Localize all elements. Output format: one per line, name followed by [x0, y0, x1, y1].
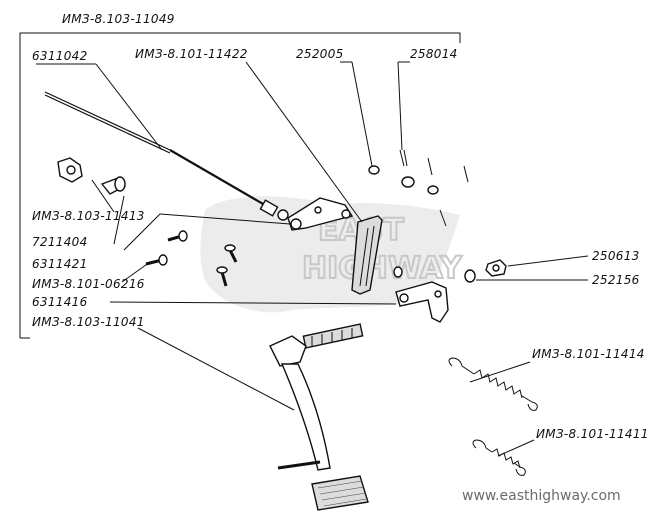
watermark-logo: EAST HIGHWAY: [200, 196, 464, 313]
label-252005: 252005: [296, 47, 344, 61]
label-252156: 252156: [592, 273, 640, 287]
watermark-logo-bottom: HIGHWAY: [302, 251, 463, 286]
label-group-main: ИМЗ-8.103-11049: [62, 12, 175, 26]
label-258014: 258014: [410, 47, 458, 61]
washer-252156: [464, 269, 476, 283]
label-11411: ИМЗ-8.101-11411: [536, 427, 649, 441]
nut-250613: [485, 259, 507, 277]
watermark-url: www.easthighway.com: [462, 488, 621, 504]
spring-11411: [472, 439, 526, 476]
pedal-11041: [269, 323, 369, 511]
label-11413: ИМЗ-8.103-11413: [32, 209, 145, 223]
label-6311421: 6311421: [32, 257, 88, 271]
label-7211404: 7211404: [32, 235, 88, 249]
clevis-nut-11413: [57, 157, 83, 183]
label-6311042: 6311042: [32, 49, 88, 63]
label-11414: ИМЗ-8.101-11414: [532, 347, 645, 361]
group-bracket: [19, 32, 461, 339]
label-11041: ИМЗ-8.103-11041: [32, 315, 145, 329]
label-250613: 250613: [592, 249, 640, 263]
spring-11414: [448, 357, 538, 411]
lower-bracket-6311416: [395, 281, 449, 323]
leader-lines: [36, 61, 589, 457]
label-11422: ИМЗ-8.101-11422: [135, 47, 248, 61]
part-labels: ИМЗ-8.103-11049 6311042 ИМЗ-8.101-11422 …: [32, 12, 649, 441]
washers-cotters: [368, 149, 469, 278]
link-plate: [351, 215, 383, 295]
pull-rod: [44, 91, 289, 221]
upper-lever-11422: [287, 197, 354, 231]
label-06216: ИМЗ-8.101-06216: [32, 277, 145, 291]
sleeve-7211404: [100, 176, 127, 195]
label-6311416: 6311416: [32, 295, 88, 309]
